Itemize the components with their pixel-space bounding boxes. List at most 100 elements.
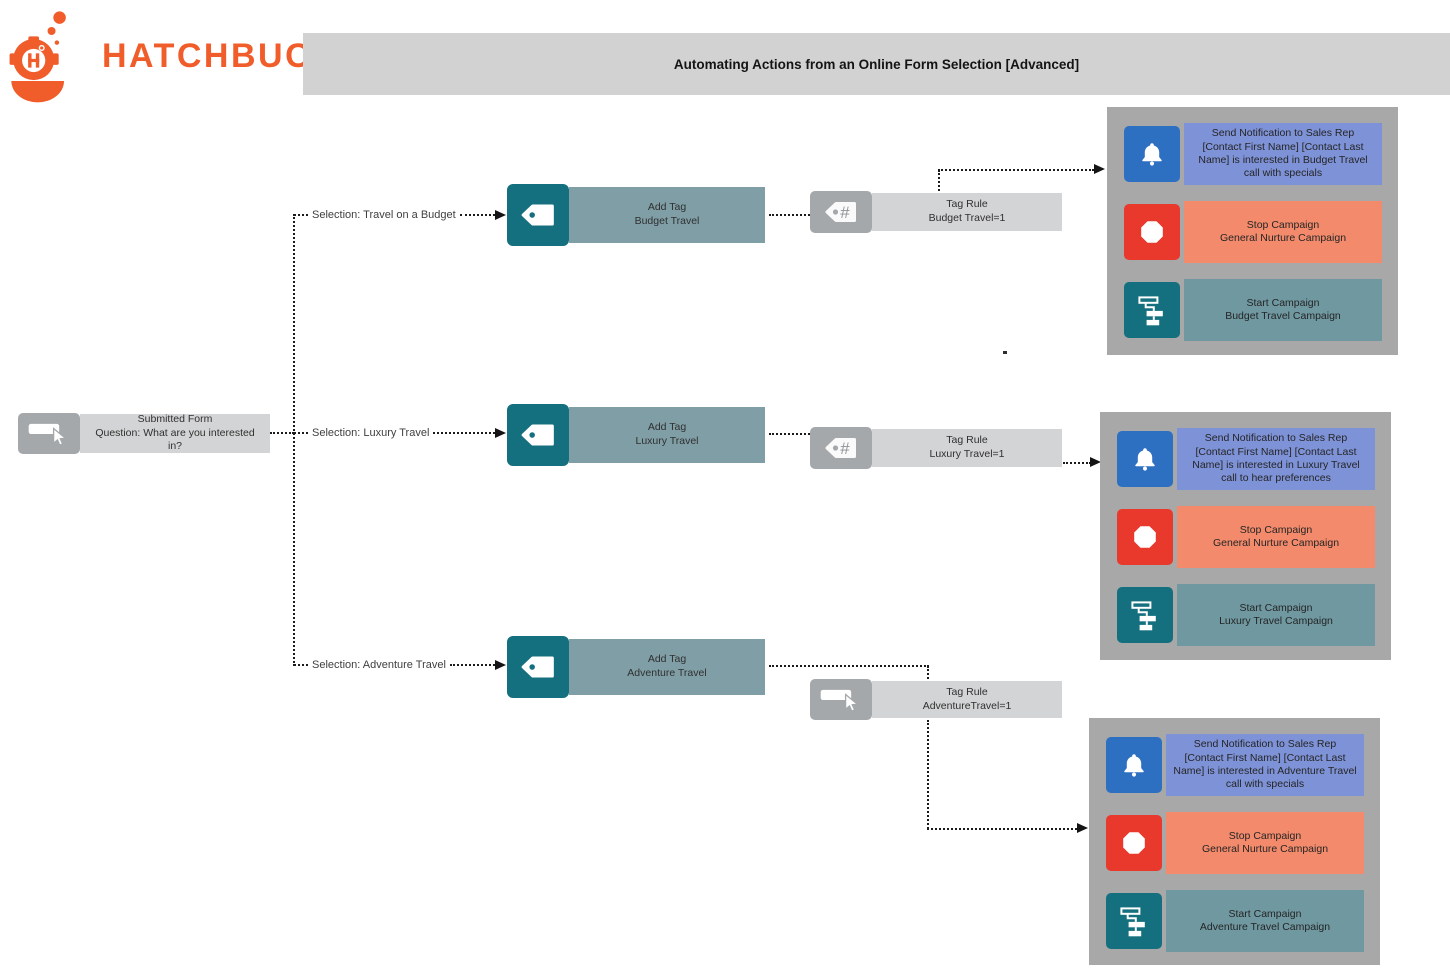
stop-campaign-node: Stop Campaign General Nurture Campaign [1184, 201, 1382, 263]
start-campaign-icon-box [1124, 282, 1180, 338]
page-title: Automating Actions from an Online Form S… [673, 56, 1080, 72]
notification-text: Send Notification to Sales Rep [Contact … [1192, 432, 1360, 485]
connector-line [294, 664, 308, 666]
form-cursor-icon [820, 689, 860, 712]
stop-campaign-icon-box [1117, 509, 1173, 565]
stop-campaign-value: General Nurture Campaign [1219, 232, 1347, 244]
send-notification-node: Send Notification to Sales Rep [Contact … [1184, 123, 1382, 185]
branch-row-adventure: Selection: Adventure Travel [294, 659, 506, 671]
stop-campaign-value: General Nurture Campaign [1212, 537, 1340, 549]
submitted-form-node: Submitted Form Question: What are you in… [80, 412, 270, 453]
stop-campaign-icon-box [1124, 204, 1180, 260]
add-tag-luxury-icon-box [507, 404, 569, 466]
connector-luxury-group-h [1063, 462, 1091, 464]
stray-dot [1003, 351, 1007, 354]
stop-campaign-value: General Nurture Campaign [1201, 843, 1329, 855]
add-tag-value: Adventure Travel [627, 667, 707, 679]
add-tag-label: Add Tag [647, 421, 687, 434]
branch-row-budget: Selection: Travel on a Budget [294, 209, 506, 221]
start-campaign-label: Start Campaign [1239, 601, 1313, 614]
action-group-adventure: Send Notification to Sales Rep [Contact … [1089, 718, 1380, 965]
add-tag-budget-icon-box [507, 184, 569, 246]
start-campaign-icon-box [1117, 587, 1173, 643]
stop-campaign-node: Stop Campaign General Nurture Campaign [1166, 812, 1364, 874]
notification-text: Send Notification to Sales Rep [Contact … [1198, 127, 1368, 180]
arrow-head [1090, 457, 1101, 467]
arrow-head [495, 428, 506, 438]
connector-line [294, 432, 308, 434]
notification-text: Send Notification to Sales Rep [Contact … [1173, 738, 1357, 791]
start-campaign-node: Start Campaign Luxury Travel Campaign [1177, 584, 1375, 646]
add-tag-value: Budget Travel [634, 215, 700, 227]
form-cursor-icon [28, 423, 68, 446]
tag-icon [521, 204, 554, 226]
add-tag-luxury-node: Add Tag Luxury Travel [569, 407, 765, 463]
branch-label-adventure: Selection: Adventure Travel [312, 659, 446, 671]
stop-campaign-label: Stop Campaign [1228, 829, 1302, 842]
connector-line [449, 664, 495, 666]
stop-campaign-label: Stop Campaign [1239, 523, 1313, 536]
connector-line [459, 214, 495, 216]
connector-adventure-group-v [927, 720, 929, 829]
start-campaign-label: Start Campaign [1228, 907, 1302, 920]
svg-text:#: # [840, 439, 850, 458]
branch-label-luxury: Selection: Luxury Travel [312, 427, 430, 439]
add-tag-label: Add Tag [647, 201, 687, 214]
bell-icon [1135, 448, 1155, 471]
send-notification-node: Send Notification to Sales Rep [Contact … [1177, 428, 1375, 490]
branch-label-budget: Selection: Travel on a Budget [312, 209, 456, 221]
connector-adventure-group-h [927, 828, 1077, 830]
add-tag-adventure-node: Add Tag Adventure Travel [569, 639, 765, 695]
action-group-budget: Send Notification to Sales Rep [Contact … [1107, 107, 1398, 355]
connector-luxury-tagrule [769, 433, 810, 435]
notification-icon-box [1106, 737, 1162, 793]
stop-octagon-icon [1134, 526, 1156, 548]
svg-text:#: # [840, 203, 850, 222]
tag-rule-budget-node: Tag Rule Budget Travel=1 [872, 193, 1062, 231]
connector-line [294, 214, 308, 216]
connector-adventure-tagrule-v [927, 666, 929, 679]
submitted-form-title: Submitted Form [137, 412, 213, 425]
submitted-form-node-icon-box [18, 413, 80, 454]
tag-rule-value: Luxury Travel=1 [929, 448, 1005, 460]
campaign-flow-icon [1120, 907, 1145, 937]
tag-rule-adventure-node: Tag Rule AdventureTravel=1 [872, 681, 1062, 718]
arrow-head [495, 660, 506, 670]
add-tag-adventure-icon-box [507, 636, 569, 698]
campaign-flow-icon [1131, 601, 1156, 631]
notification-icon-box [1124, 126, 1180, 182]
tag-icon [521, 656, 554, 678]
tag-rule-value: AdventureTravel=1 [922, 699, 1012, 712]
send-notification-node: Send Notification to Sales Rep [Contact … [1166, 734, 1364, 796]
add-tag-budget-node: Add Tag Budget Travel [569, 187, 765, 243]
connector-budget-group-h [938, 169, 1094, 171]
arrow-head [495, 210, 506, 220]
start-campaign-value: Luxury Travel Campaign [1219, 615, 1333, 627]
arrow-head [1077, 823, 1088, 833]
connector-budget-tagrule [769, 214, 810, 216]
tag-rule-label: Tag Rule [946, 685, 988, 698]
arrow-head [1094, 164, 1105, 174]
connector-branch-trunk [293, 214, 295, 666]
start-campaign-value: Budget Travel Campaign [1225, 310, 1341, 322]
start-campaign-value: Adventure Travel Campaign [1199, 921, 1331, 933]
branch-row-luxury: Selection: Luxury Travel [294, 427, 506, 439]
tag-rule-adventure-icon-box [810, 679, 872, 720]
hatchbuck-diver-helmet-icon [9, 11, 66, 103]
start-campaign-label: Start Campaign [1246, 296, 1320, 309]
notification-icon-box [1117, 431, 1173, 487]
stop-campaign-node: Stop Campaign General Nurture Campaign [1177, 506, 1375, 568]
add-tag-label: Add Tag [647, 653, 687, 666]
title-bar: Automating Actions from an Online Form S… [303, 33, 1450, 95]
start-campaign-icon-box [1106, 893, 1162, 949]
connector-budget-group-v [938, 170, 940, 191]
tag-hash-icon: # [825, 438, 856, 458]
submitted-form-question: Question: What are you interested in? [95, 426, 255, 453]
tag-rule-label: Tag Rule [946, 434, 988, 447]
campaign-flow-icon [1138, 296, 1163, 326]
stop-octagon-icon [1123, 832, 1145, 854]
add-tag-value: Luxury Travel [635, 435, 699, 447]
tag-icon [521, 424, 554, 446]
tag-rule-budget-icon-box: # [810, 191, 872, 233]
hatchbuck-logo: HATCHBUCK™ [6, 2, 350, 110]
